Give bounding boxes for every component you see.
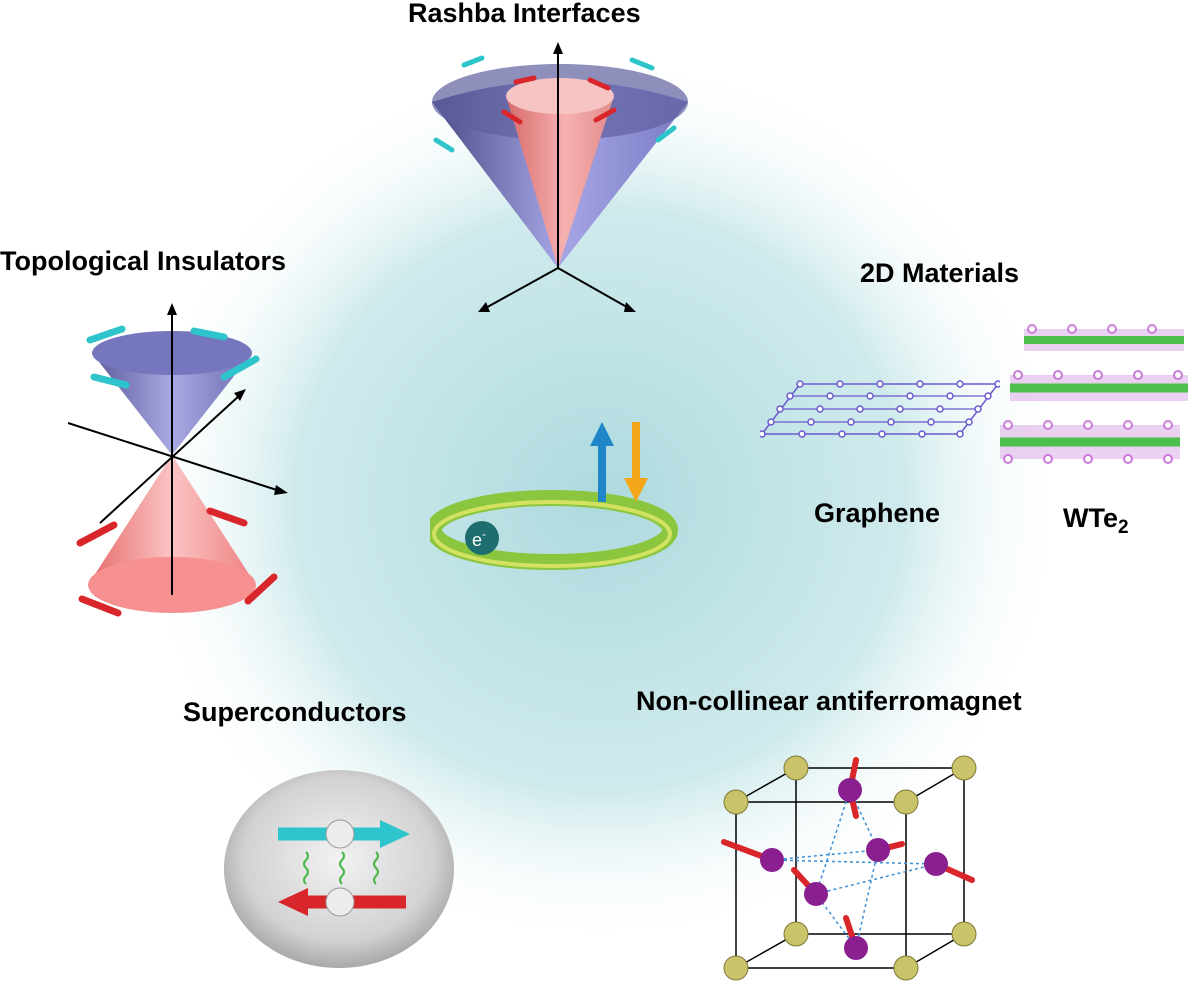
graphene-label: Graphene [814, 498, 941, 528]
wte2-label-main: WTe [1063, 503, 1118, 533]
wte2-figure [1000, 324, 1188, 464]
rashba-interface-figure [432, 42, 688, 312]
topological-insulators-label: Topological Insulators [0, 246, 287, 276]
superconductors-label: Superconductors [183, 697, 407, 727]
electron-sphere [465, 521, 499, 555]
mn-atoms [760, 778, 948, 960]
electron-symbol: e [472, 530, 482, 550]
wte2-layer-3 [1000, 425, 1180, 459]
superconductor-figure [224, 770, 454, 968]
rashba-inner-cone [506, 88, 614, 268]
spin-down-arrow-head [624, 478, 648, 502]
wte2-layer-1 [1024, 329, 1184, 351]
spin-up-arrow-head [590, 422, 614, 446]
cooper-pair-coupling [303, 851, 379, 885]
rashba-label: Rashba Interfaces [408, 0, 641, 28]
topological-insulator-figure [67, 303, 288, 617]
ti-spin-arrows [76, 325, 278, 617]
graphene-figure [760, 380, 1000, 438]
wte2-label-subscript: 2 [1118, 517, 1129, 538]
antiferromagnet-lattice-figure [721, 755, 977, 981]
sn-atoms [723, 755, 977, 981]
spin-current-illustration: e- [430, 422, 678, 570]
electron-charge: - [482, 527, 486, 541]
spin-up-arrow-shaft [598, 444, 606, 502]
graphene-atoms [760, 380, 1000, 438]
rashba-spin-arrows [433, 55, 677, 153]
svg-text:e-: e- [472, 527, 486, 550]
2d-materials-label: 2D Materials [860, 258, 1020, 288]
antiferromagnet-label: Non-collinear antiferromagnet [636, 686, 1022, 716]
wte2-label: WTe2 [1063, 503, 1129, 539]
spin-down-arrow-shaft [632, 422, 640, 480]
